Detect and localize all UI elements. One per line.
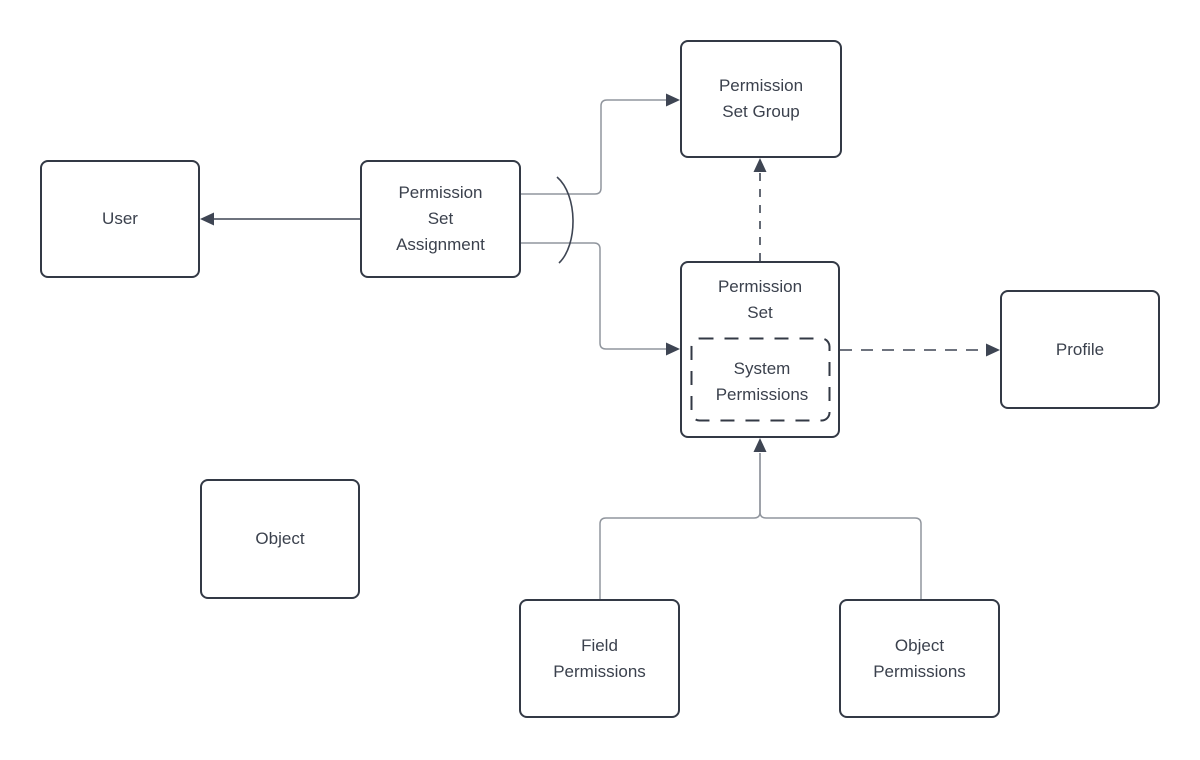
node-object[interactable]: Object bbox=[200, 479, 360, 599]
node-object-permissions-label: Object Permissions bbox=[873, 635, 966, 681]
arrowhead-ps-bottom bbox=[753, 438, 767, 452]
arrowhead-ps-left bbox=[666, 342, 680, 356]
node-object-label: Object bbox=[255, 529, 305, 548]
node-permission-set-group[interactable]: Permission Set Group bbox=[680, 40, 842, 158]
node-profile-label: Profile bbox=[1055, 339, 1105, 359]
node-field-permissions-label: Field Permissions bbox=[553, 635, 646, 681]
node-permission-set-label: Permission Set bbox=[717, 277, 803, 322]
edge-psa-ps bbox=[521, 242, 680, 356]
edge-ps-profile-dashed bbox=[840, 343, 1000, 357]
node-profile[interactable]: Profile bbox=[1000, 290, 1160, 409]
arrowhead-psg-bottom bbox=[753, 158, 767, 172]
edge-ps-psg-dashed bbox=[753, 158, 767, 261]
arrowhead-psg-left bbox=[666, 93, 680, 107]
arrowhead-user bbox=[200, 212, 214, 226]
edge-psa-psg bbox=[521, 93, 680, 195]
node-permission-set-assignment-label: Permission Set Assignment bbox=[396, 183, 485, 254]
node-user[interactable]: User bbox=[40, 160, 200, 278]
node-object-permissions[interactable]: Object Permissions bbox=[839, 599, 1000, 718]
node-permission-set-group-label: Permission Set Group bbox=[718, 76, 804, 121]
node-system-permissions-label: System Permissions bbox=[715, 358, 809, 404]
crossing-arc-icon bbox=[556, 176, 574, 264]
node-permission-set[interactable]: Permission Set System Permissions bbox=[680, 261, 840, 438]
node-system-permissions[interactable]: System Permissions bbox=[693, 340, 831, 423]
node-field-permissions[interactable]: Field Permissions bbox=[519, 599, 680, 718]
node-permission-set-assignment[interactable]: Permission Set Assignment bbox=[360, 160, 521, 278]
arrowhead-profile-left bbox=[986, 343, 1000, 357]
node-user-label: User bbox=[102, 209, 138, 228]
edge-objectperms-ps bbox=[753, 438, 922, 599]
edge-psa-user bbox=[200, 212, 360, 226]
edge-fieldperms-ps bbox=[599, 453, 761, 599]
